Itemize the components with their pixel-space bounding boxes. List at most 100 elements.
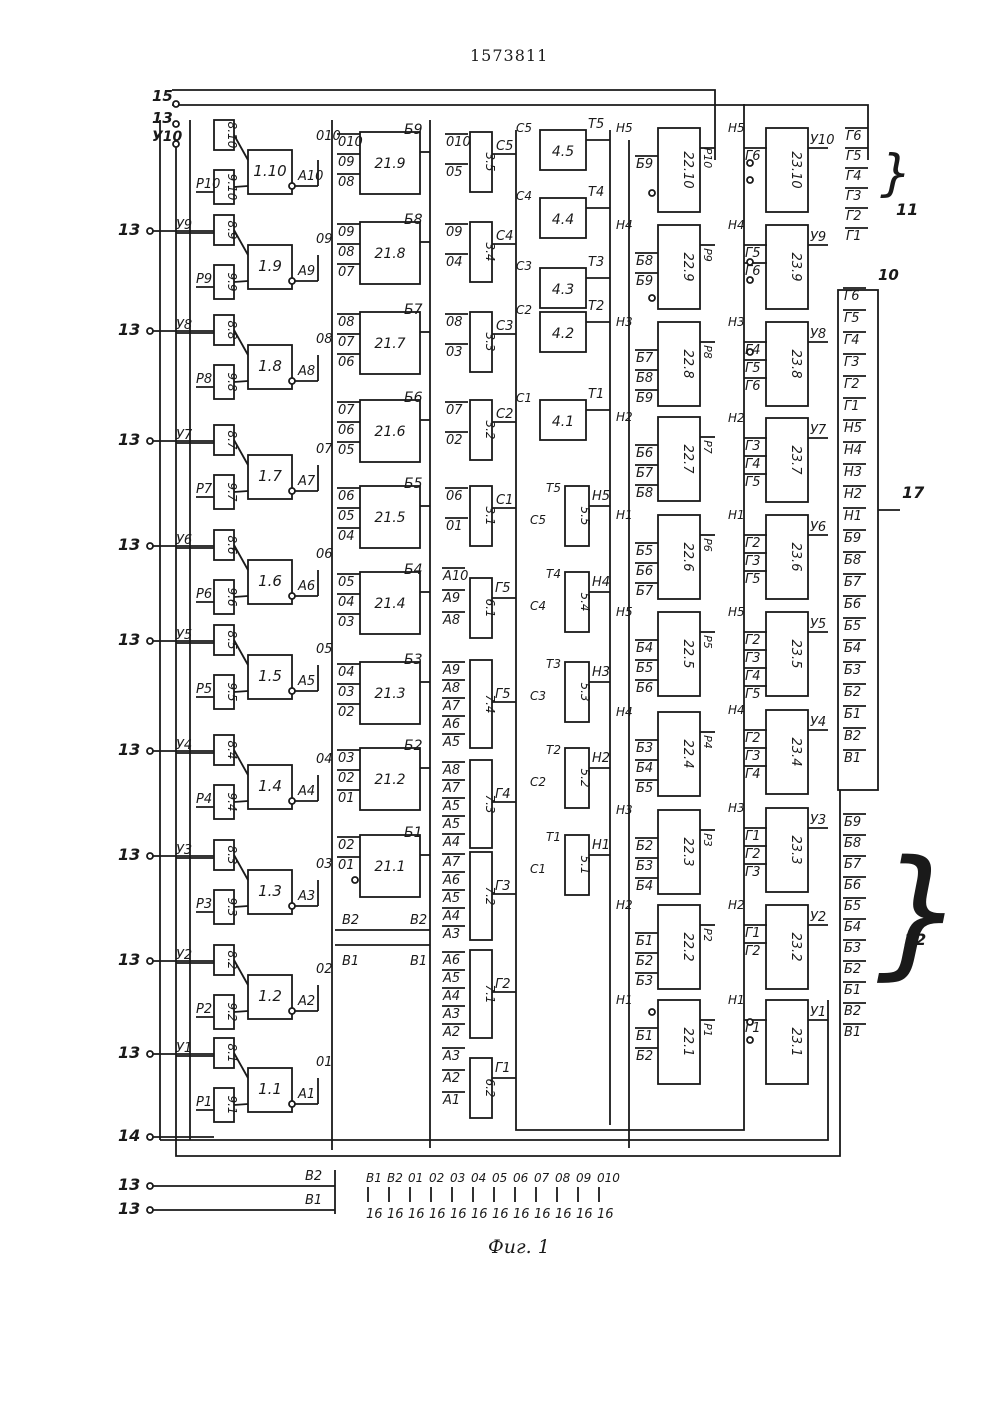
bus-12-label: Б1 xyxy=(844,983,861,998)
terminal-14-circle xyxy=(147,1134,153,1140)
terminal-13-row-2: 13 xyxy=(118,845,140,864)
terminal-13-label: 13 xyxy=(152,109,173,127)
bus-12-label: Б4 xyxy=(844,920,861,935)
terminal-13-circle xyxy=(147,748,153,754)
p-label-9: P10 xyxy=(196,177,220,192)
v-line-b2-left: B2 xyxy=(342,913,359,928)
block-4.2-label: 4.2 xyxy=(552,326,574,342)
bottom-pin-label: 09 xyxy=(576,1171,591,1185)
block-21.7-out-label: Б7 xyxy=(404,302,423,318)
block-22-in-label: Б5 xyxy=(636,781,653,796)
block-3-in-label: 02 xyxy=(446,433,463,448)
block-23-in-label: Г3 xyxy=(745,554,761,569)
bus-12-label: B1 xyxy=(844,1025,861,1040)
bus-12-brace: } xyxy=(876,831,965,994)
block-3-out-label: C4 xyxy=(496,229,513,244)
block-22-in-label: Б4 xyxy=(636,761,653,776)
block-23-out-label: У8 xyxy=(810,327,826,342)
block-22-out-label: P4 xyxy=(701,735,714,749)
block-5-in-t-label: T1 xyxy=(546,830,561,844)
bus-10-label: B2 xyxy=(844,729,861,744)
bus-10-label: H4 xyxy=(844,443,862,458)
block-7-in-label: A3 xyxy=(442,927,460,942)
bus-12-label: Б7 xyxy=(844,857,862,872)
block-21.1-label: 21.1 xyxy=(374,859,405,875)
terminal-13-circle xyxy=(147,438,153,444)
block-21.9-out-label: Б9 xyxy=(404,122,423,138)
block-23-in-label: Г1 xyxy=(745,926,761,941)
bottom-pin-label: 02 xyxy=(429,1171,444,1185)
block-23-out-label: У4 xyxy=(810,715,826,730)
block-22-in-label: Б5 xyxy=(636,661,653,676)
block-5-in-c-label: C1 xyxy=(530,862,546,876)
block-22-out-label: P10 xyxy=(701,148,714,169)
block-5-in-c-label: C2 xyxy=(530,775,546,789)
inversion-circle xyxy=(747,160,753,166)
block-4.5-label: 4.5 xyxy=(552,144,574,160)
block-23-out-label: У6 xyxy=(810,520,826,535)
inversion-circle xyxy=(289,593,295,599)
bottom-bus-b1-label: B1 xyxy=(305,1193,322,1208)
block-22.7-label: 22.7 xyxy=(680,445,695,475)
block-3.2-label: 3.2 xyxy=(483,420,497,439)
block-23-h-label: H2 xyxy=(728,898,745,912)
block-21.1-out-label: Б1 xyxy=(404,825,423,841)
block-22-in-label: Б5 xyxy=(636,544,653,559)
block-21-in-label: 01 xyxy=(338,791,355,806)
inversion-circle xyxy=(289,488,295,494)
inversion-circle xyxy=(747,259,753,265)
block-1.4-out-label: A4 xyxy=(297,784,315,799)
bus-17-number: 17 xyxy=(902,483,925,502)
wire xyxy=(234,640,248,665)
o-line-label-5: 06 xyxy=(316,547,333,562)
block-21.4-out-label: Б4 xyxy=(404,562,423,578)
o-line-label-2: 03 xyxy=(316,857,333,872)
p-label-2: P3 xyxy=(196,897,212,912)
block-21-in-label: 03 xyxy=(338,615,355,630)
block-23-in-label: Г5 xyxy=(745,246,761,261)
bus-12-label: Б2 xyxy=(844,962,861,977)
bus-10-label: Б4 xyxy=(844,641,861,656)
o-line-label-3: 04 xyxy=(316,752,333,767)
block-3.4-label: 3.4 xyxy=(483,242,497,261)
bottom-pin-16-label: 16 xyxy=(513,1207,530,1222)
block-23-h-label: H1 xyxy=(728,508,745,522)
block-5.4-label: 5.4 xyxy=(578,592,592,611)
block-22-in-label: Б2 xyxy=(636,954,653,969)
block-22-in-label: Б6 xyxy=(636,681,653,696)
block-3-in-label: 08 xyxy=(446,315,463,330)
bus-10-label: H1 xyxy=(844,509,862,524)
terminal-13-circle xyxy=(147,958,153,964)
block-21-in-label: 08 xyxy=(338,315,355,330)
bus-10-label: Б2 xyxy=(844,685,861,700)
block-1.9-label: 1.9 xyxy=(258,257,282,275)
terminal-15-circle xyxy=(173,101,179,107)
block-21-in-label: 09 xyxy=(338,155,355,170)
terminal-13-row-5: 13 xyxy=(118,535,140,554)
block-5.5-label: 5.5 xyxy=(578,506,592,525)
block-22-h-label: H1 xyxy=(616,993,633,1007)
block-21-in-label: 06 xyxy=(338,489,355,504)
wire xyxy=(234,330,248,355)
block-22-h-label: H2 xyxy=(616,898,633,912)
terminal-13-row-7: 13 xyxy=(118,320,140,339)
block-22.4-label: 22.4 xyxy=(680,740,695,769)
block-21-in-label: 03 xyxy=(338,751,355,766)
block-1.7-out-label: A7 xyxy=(297,474,316,489)
block-22-in-label: Б1 xyxy=(636,1029,653,1044)
block-5.2-label: 5.2 xyxy=(578,768,592,787)
block-4-out-label: T1 xyxy=(588,387,604,402)
terminal-13-circle xyxy=(173,121,179,127)
block-5-in-t-label: T3 xyxy=(546,657,561,671)
block-22-h-label: H4 xyxy=(616,218,633,232)
block-23-out-label: У3 xyxy=(810,813,826,828)
block-22.9-label: 22.9 xyxy=(680,253,695,282)
block-21.3-label: 21.3 xyxy=(374,686,405,702)
terminal-13-row-3: 13 xyxy=(118,740,140,759)
bottom-pin-label: 07 xyxy=(534,1171,550,1185)
terminal-14-label: 14 xyxy=(118,1126,140,1145)
block-21-in-label: 08 xyxy=(338,245,355,260)
block-4-in-label: C4 xyxy=(516,189,532,203)
block-22-h-label: H4 xyxy=(616,705,633,719)
inversion-circle xyxy=(289,688,295,694)
